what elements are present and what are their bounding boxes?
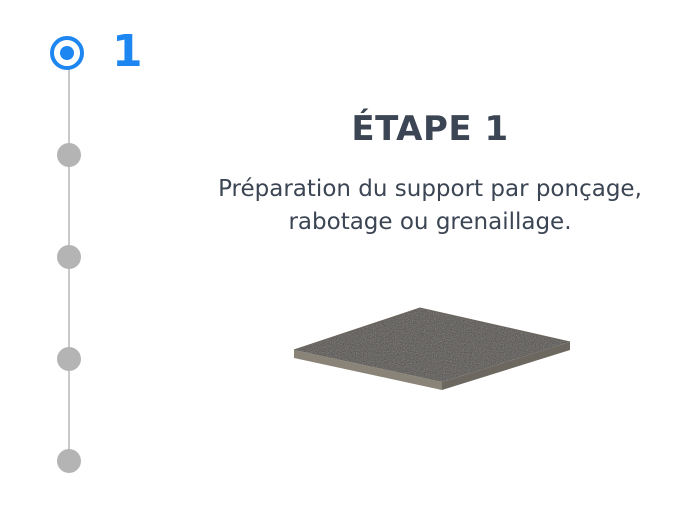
slab-illustration — [270, 268, 600, 418]
current-step-number: 1 — [112, 26, 143, 77]
step-title: ÉTAPE 1 — [351, 109, 509, 149]
step-indicator-2[interactable] — [57, 143, 81, 167]
step-description: Préparation du support par ponçage, rabo… — [218, 176, 642, 235]
sanded-floor-slab-icon — [270, 268, 600, 418]
step-content: ÉTAPE 1 Préparation du support par ponça… — [170, 105, 690, 239]
step-indicator-4[interactable] — [57, 347, 81, 371]
step-indicator-1-active[interactable] — [50, 36, 84, 70]
step-indicator-3[interactable] — [57, 245, 81, 269]
step-indicator-5[interactable] — [57, 449, 81, 473]
